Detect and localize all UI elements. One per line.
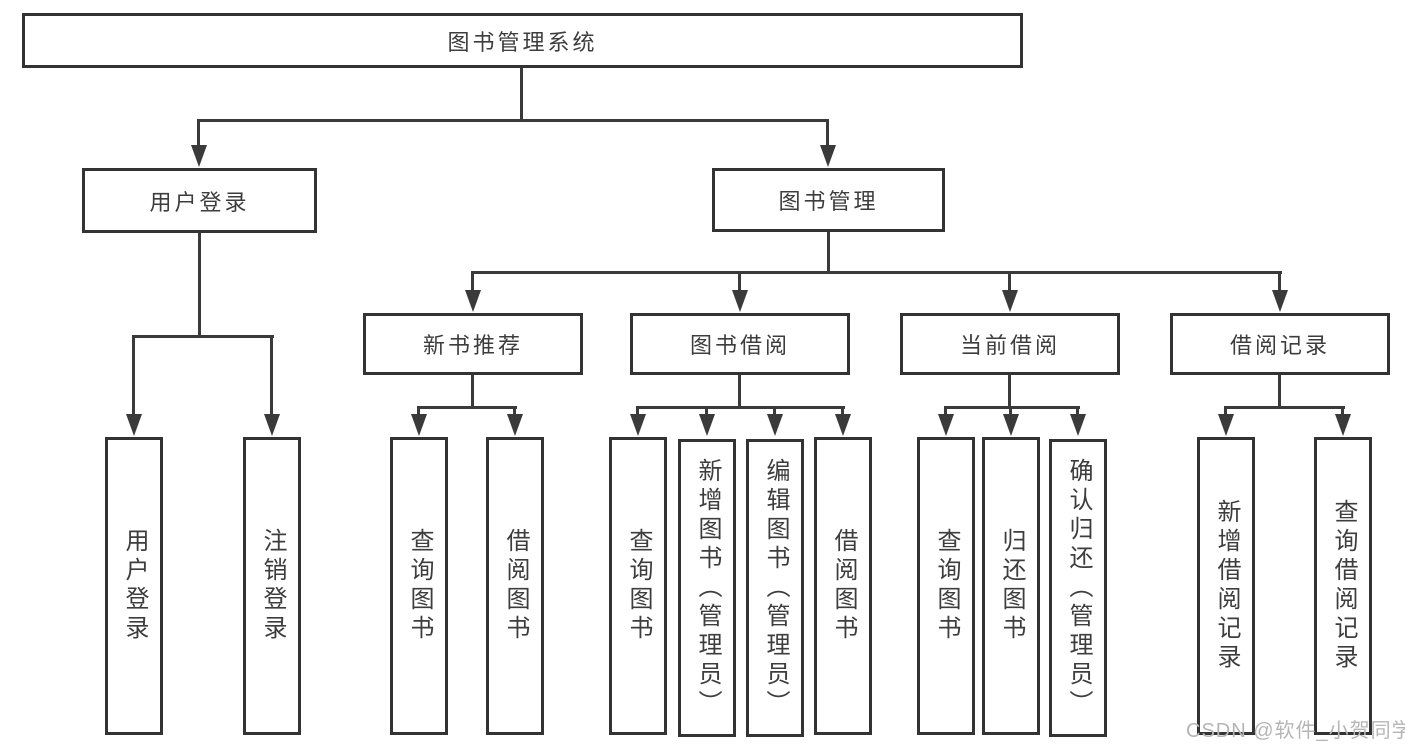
node-user-login-group: 用户登录 (82, 168, 317, 233)
connector-mgmt-rail (472, 271, 1282, 274)
node-leaf-recommend-query-books: 查询图书 (390, 437, 448, 735)
node-leaf-recommend-borrow-books: 借阅图书 (486, 437, 544, 735)
node-label: 查询借阅记录 (1330, 499, 1357, 673)
node-leaf-borrow-query-books: 查询图书 (609, 437, 667, 735)
node-label: 新增图书（管理员） (694, 457, 721, 719)
node-label: 注销登录 (259, 528, 286, 644)
node-label: 借阅图书 (502, 528, 529, 644)
arrow-down-icon (732, 271, 748, 312)
node-leaf-user-login: 用户登录 (105, 437, 163, 735)
node-borrow-records: 借阅记录 (1170, 313, 1390, 375)
arrow-down-icon (699, 406, 715, 436)
node-label: 查询图书 (625, 528, 652, 644)
connector-records-rail (1225, 406, 1345, 409)
connector-level1-rail (198, 119, 829, 122)
arrow-down-icon (126, 335, 142, 436)
arrow-down-icon (191, 119, 207, 167)
connector-user-rail (133, 335, 274, 338)
node-label: 借阅图书 (830, 528, 857, 644)
arrow-down-icon (1002, 271, 1018, 312)
node-label: 查询图书 (933, 528, 960, 644)
connector-root-stem (520, 68, 523, 120)
node-label: 确认归还（管理员） (1065, 457, 1092, 719)
arrow-down-icon (1218, 406, 1234, 436)
node-label: 用户登录 (121, 528, 148, 644)
connector-recommend-stem (471, 375, 474, 407)
node-new-book-recommend: 新书推荐 (363, 313, 583, 375)
node-leaf-current-query-books: 查询图书 (917, 437, 975, 735)
node-label: 查询图书 (406, 528, 433, 644)
csdn-watermark: CSDN @软件_小贺同学 (1186, 720, 1405, 742)
arrow-down-icon (938, 406, 954, 436)
node-label: 图书管理 (778, 189, 879, 214)
node-label: 图书借阅 (689, 333, 790, 358)
arrow-down-icon (820, 119, 836, 167)
arrow-down-icon (507, 406, 523, 436)
connector-borrow-stem (738, 375, 741, 407)
node-label: 借阅记录 (1229, 333, 1330, 358)
connector-mgmt-stem (827, 232, 830, 272)
node-label: 图书管理系统 (447, 29, 598, 55)
arrow-down-icon (1003, 406, 1019, 436)
node-leaf-borrow-edit-books-admin: 编辑图书（管理员） (746, 439, 804, 737)
connector-borrow-rail (637, 406, 845, 409)
node-leaf-logout: 注销登录 (243, 437, 301, 735)
connector-recommend-rail (418, 406, 517, 409)
node-leaf-records-add-record: 新增借阅记录 (1197, 437, 1255, 735)
connector-current-stem (1008, 375, 1011, 407)
node-label: 新书推荐 (422, 333, 523, 358)
arrow-down-icon (630, 406, 646, 436)
arrow-down-icon (835, 406, 851, 436)
node-book-management: 图书管理 (712, 168, 945, 232)
arrow-down-icon (1070, 406, 1086, 436)
node-leaf-borrow-borrow-books: 借阅图书 (814, 437, 872, 735)
node-label: 用户登录 (149, 189, 250, 215)
connector-current-rail (945, 406, 1080, 409)
arrow-down-icon (1272, 271, 1288, 312)
node-label: 归还图书 (998, 528, 1025, 644)
arrow-down-icon (264, 335, 280, 436)
node-label: 新增借阅记录 (1213, 499, 1240, 673)
node-leaf-current-confirm-return-admin: 确认归还（管理员） (1049, 439, 1107, 737)
arrow-down-icon (411, 406, 427, 436)
node-leaf-records-query-record: 查询借阅记录 (1314, 437, 1372, 735)
node-leaf-current-return-books: 归还图书 (982, 437, 1040, 735)
connector-user-stem (198, 233, 201, 336)
node-current-borrow: 当前借阅 (900, 313, 1120, 375)
arrow-down-icon (1335, 406, 1351, 436)
node-book-borrow: 图书借阅 (630, 313, 850, 375)
arrow-down-icon (465, 271, 481, 312)
node-label: 当前借阅 (959, 333, 1060, 358)
node-leaf-borrow-add-books-admin: 新增图书（管理员） (678, 439, 736, 737)
node-label: 编辑图书（管理员） (762, 457, 789, 719)
node-root: 图书管理系统 (22, 13, 1023, 68)
connector-records-stem (1278, 375, 1281, 407)
arrow-down-icon (767, 406, 783, 436)
